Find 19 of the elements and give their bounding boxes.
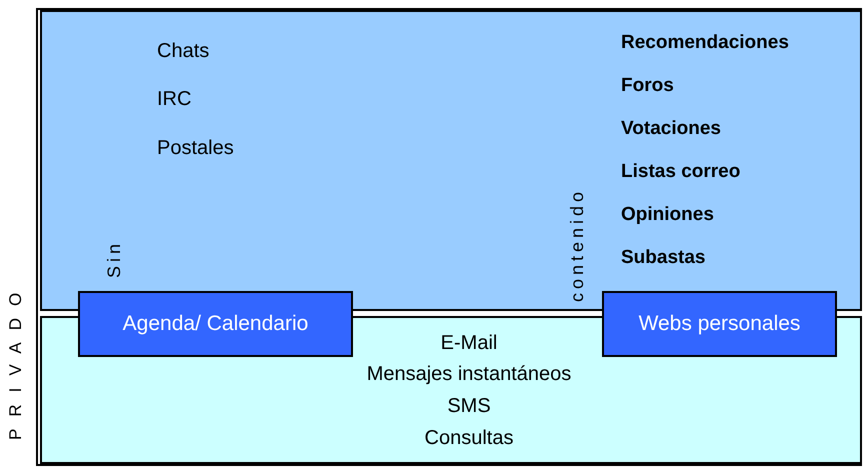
process-box: Agenda/ Calendario	[78, 291, 353, 357]
rotated-label: Sin	[104, 240, 125, 278]
item-label: Consultas	[424, 427, 514, 450]
item-label: IRC	[157, 88, 192, 111]
item-label: Chats	[157, 40, 210, 63]
item-label: Mensajes instantáneos	[366, 363, 572, 386]
item-label: Recomendaciones	[621, 32, 789, 54]
item-label: Subastas	[621, 247, 706, 269]
item-label: E-Mail	[440, 332, 498, 355]
process-box: Webs personales	[602, 291, 837, 357]
item-label: Postales	[157, 137, 234, 160]
rotated-label: contenido	[567, 188, 588, 302]
side-label: PRIVADO	[6, 280, 26, 440]
item-label: SMS	[446, 395, 492, 418]
upper-band	[40, 10, 862, 311]
item-label: Opiniones	[621, 204, 714, 226]
item-label: Votaciones	[621, 118, 721, 140]
item-label: Foros	[621, 75, 674, 97]
item-label: Listas correo	[621, 161, 740, 183]
